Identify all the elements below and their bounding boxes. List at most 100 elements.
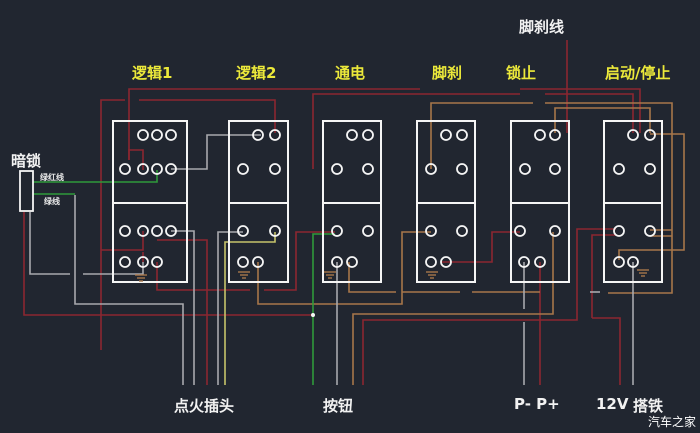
terminal (137, 163, 149, 175)
terminal (269, 129, 281, 141)
red-wire (520, 88, 641, 133)
ground-label: 搭铁 (633, 397, 664, 415)
terminal (613, 225, 625, 237)
gray-wire (29, 212, 70, 275)
terminal (252, 129, 264, 141)
terminal (346, 256, 358, 268)
terminal (331, 225, 343, 237)
green-wire (312, 233, 335, 385)
brown-wire (430, 102, 533, 169)
terminal (613, 256, 625, 268)
terminal (627, 129, 639, 141)
red-wire (591, 234, 616, 318)
red-wire (23, 212, 313, 316)
terminal (151, 225, 163, 237)
terminal (119, 163, 131, 175)
module-title-lock: 锁止 (506, 64, 537, 82)
terminal (237, 256, 249, 268)
red-wire (156, 262, 250, 291)
terminal (613, 163, 625, 175)
terminal (165, 163, 177, 175)
brake-wire-label: 脚刹线 (519, 18, 565, 36)
brown-wire (257, 231, 431, 305)
brown-wire (352, 232, 554, 385)
terminal (237, 225, 249, 237)
terminal (549, 225, 561, 237)
red-wire (100, 99, 125, 350)
terminal (518, 256, 530, 268)
terminal (137, 129, 149, 141)
terminal (425, 225, 437, 237)
terminal (119, 256, 131, 268)
module-lock-lower (510, 202, 570, 283)
terminal (346, 129, 358, 141)
terminal (362, 163, 374, 175)
terminal (137, 225, 149, 237)
module-power-lower (322, 202, 382, 283)
module-title-brake: 脚刹 (432, 64, 463, 82)
red-wire (128, 149, 144, 170)
red-wire (312, 93, 520, 169)
module-logic1-lower (112, 202, 188, 283)
terminal (456, 225, 468, 237)
terminal (644, 129, 656, 141)
gray-wire (171, 230, 195, 385)
terminal (151, 256, 163, 268)
terminal (425, 256, 437, 268)
red-wire (128, 88, 420, 160)
red-wire (139, 99, 276, 133)
module-brake-lower (416, 202, 476, 283)
terminal (440, 129, 452, 141)
terminal (549, 163, 561, 175)
terminal (151, 129, 163, 141)
terminal (456, 129, 468, 141)
junction-dot (311, 313, 315, 317)
red-wire (592, 317, 621, 385)
terminal (519, 163, 531, 175)
red-wire (442, 231, 520, 263)
terminal (119, 225, 131, 237)
terminal (252, 256, 264, 268)
hidden-lock-body (19, 170, 34, 212)
terminal (514, 225, 526, 237)
terminal (549, 129, 561, 141)
watermark: 汽车之家 (648, 415, 697, 429)
green-red-wire-label: 绿红线 (40, 173, 64, 182)
p-minus-p-plus-label: P- P+ (514, 395, 560, 413)
hidden-lock-label: 暗锁 (11, 152, 42, 170)
terminal (456, 163, 468, 175)
terminal (534, 129, 546, 141)
terminal (237, 163, 249, 175)
terminal (269, 163, 281, 175)
module-logic2-lower (228, 202, 289, 283)
button-label: 按钮 (323, 397, 354, 415)
red-wire (101, 231, 144, 251)
brown-wire (545, 102, 673, 294)
terminal (165, 129, 177, 141)
red-wires (23, 40, 641, 385)
terminal (644, 163, 656, 175)
yellow-wire (224, 232, 276, 385)
terminal (165, 225, 177, 237)
module-title-power: 通电 (335, 64, 366, 82)
red-wire (157, 239, 208, 385)
terminal (440, 256, 452, 268)
module-title-logic1: 逻辑1 (132, 64, 173, 82)
red-wire (362, 228, 616, 385)
gray-wire (171, 134, 261, 170)
terminal (362, 225, 374, 237)
brown-wire (618, 133, 685, 260)
module-title-startstop: 启动/停止 (605, 64, 671, 82)
module-title-logic2: 逻辑2 (236, 64, 277, 82)
gray-wire (217, 231, 243, 385)
terminal (644, 225, 656, 237)
green-wire-label: 绿线 (44, 197, 60, 206)
gray-wire (83, 262, 144, 275)
terminal (362, 129, 374, 141)
terminal (627, 256, 639, 268)
red-wire (545, 93, 634, 133)
terminal (534, 256, 546, 268)
terminal (269, 225, 281, 237)
